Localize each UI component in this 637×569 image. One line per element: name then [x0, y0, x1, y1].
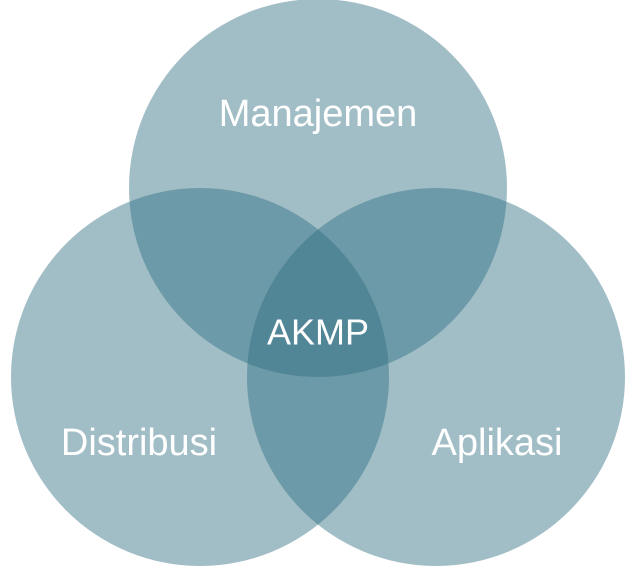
circle-distribusi — [11, 188, 389, 566]
label-manajemen: Manajemen — [219, 93, 418, 135]
label-center: AKMP — [267, 312, 369, 353]
label-aplikasi: Aplikasi — [432, 422, 563, 464]
circle-manajemen — [129, 0, 507, 377]
label-distribusi: Distribusi — [61, 422, 217, 464]
circle-aplikasi — [247, 188, 625, 566]
